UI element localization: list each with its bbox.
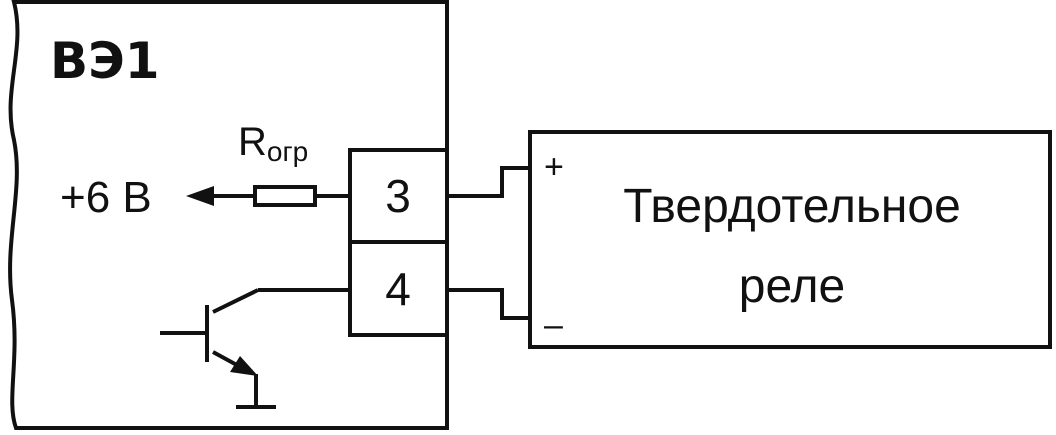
- device-title: ВЭ1: [50, 32, 160, 90]
- arrow-icon: [186, 186, 214, 206]
- wire-terminal-3: [447, 166, 530, 198]
- transistor-icon: [160, 288, 350, 409]
- relay-title-line2: реле: [739, 260, 846, 313]
- relay-title-line1: Твердотельное: [623, 180, 961, 233]
- relay-box: [528, 130, 1052, 349]
- terminal-block: [348, 148, 449, 337]
- relay-plus-label: +: [544, 148, 564, 186]
- resistor-branch: [186, 185, 350, 207]
- device-block-outline: [8, 0, 449, 430]
- supply-label: +6 В: [60, 173, 152, 222]
- relay-minus-label: –: [544, 306, 563, 344]
- terminal-4-label: 4: [385, 263, 411, 315]
- resistor-label: Rогр: [238, 120, 308, 167]
- wire-terminal-4: [447, 288, 530, 320]
- resistor-label-sub: огр: [267, 136, 308, 167]
- terminal-3-label: 3: [385, 170, 411, 222]
- resistor-label-main: R: [238, 120, 267, 164]
